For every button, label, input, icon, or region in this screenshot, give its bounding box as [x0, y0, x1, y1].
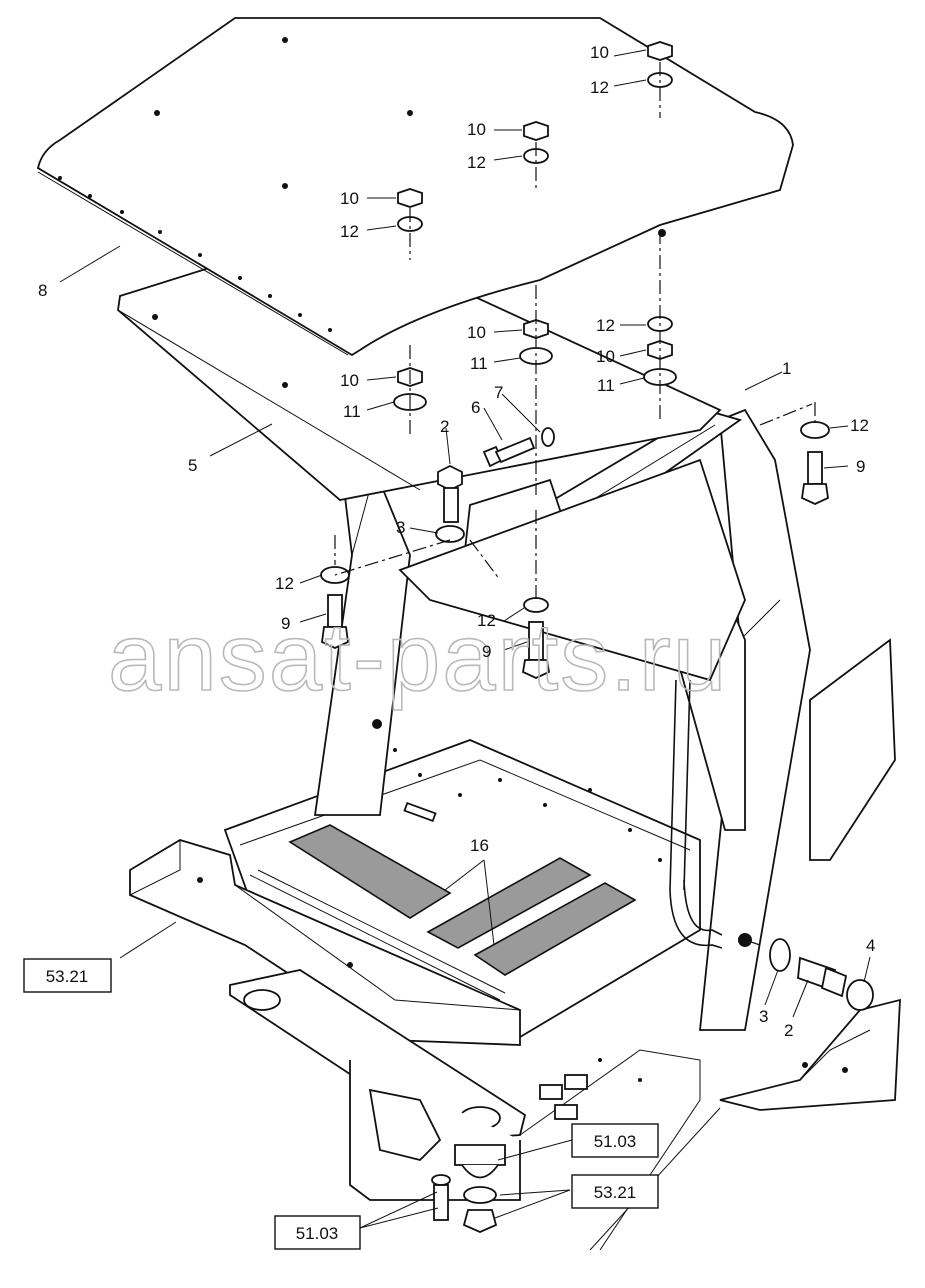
callout-12: 12	[340, 222, 359, 241]
fasteners	[320, 41, 874, 1011]
right-chassis	[719, 638, 901, 1111]
callout-11: 11	[343, 402, 361, 421]
center-lines	[334, 62, 816, 946]
callout-3: 3	[759, 1007, 768, 1026]
callout-12: 12	[477, 611, 496, 630]
side-bolt	[769, 938, 874, 1011]
callout-10: 10	[590, 43, 609, 62]
callout-8: 8	[38, 281, 47, 300]
rops-frame	[313, 408, 811, 1031]
callout-7: 7	[494, 383, 503, 402]
nut-washer-stack-1	[647, 41, 673, 88]
callout-labels: 10 12 10 12 10 12 8 10 11 12 10 11 1 10 …	[38, 43, 875, 1040]
callout-11: 11	[597, 376, 615, 395]
callout-10: 10	[340, 371, 359, 390]
callout-3: 3	[396, 518, 405, 537]
bolt-6	[482, 427, 555, 468]
callout-6: 6	[471, 398, 480, 417]
ref-label: 51.03	[296, 1224, 339, 1243]
callout-2: 2	[784, 1021, 793, 1040]
callout-12: 12	[596, 316, 615, 335]
ref-label: 51.03	[594, 1132, 637, 1151]
callout-9: 9	[482, 642, 491, 661]
anti-slip-pads	[288, 824, 637, 976]
callout-10: 10	[596, 347, 615, 366]
callout-12: 12	[275, 574, 294, 593]
washer-bolt-right	[800, 421, 830, 505]
callout-12: 12	[467, 153, 486, 172]
callout-10: 10	[467, 120, 486, 139]
ref-label: 53.21	[594, 1183, 637, 1202]
roof-top	[36, 17, 794, 357]
watermark: ansat-parts.ru	[108, 604, 728, 711]
callout-9: 9	[281, 614, 290, 633]
nut-washer-stack-3	[397, 188, 423, 232]
rubber-mount	[431, 1144, 506, 1233]
ref-box-53-21-left: 53.21	[23, 958, 112, 993]
ref-box-53-21-right: 53.21	[571, 1174, 659, 1209]
callout-5: 5	[188, 456, 197, 475]
callout-10: 10	[467, 323, 486, 342]
callout-9: 9	[856, 457, 865, 476]
ref-label: 53.21	[46, 967, 89, 986]
washer-bolt-center	[521, 597, 551, 679]
callout-10: 10	[340, 189, 359, 208]
reference-boxes: 53.21 51.03 53.21 51.03	[23, 958, 659, 1250]
bolt-2-top	[435, 464, 465, 543]
callout-16: 16	[470, 836, 489, 855]
leader-lines	[59, 49, 871, 1251]
ref-box-51-03-top: 51.03	[571, 1123, 659, 1158]
front-cross-member	[129, 839, 521, 1046]
callout-11: 11	[470, 354, 488, 373]
callout-12: 12	[850, 416, 869, 435]
callout-2: 2	[440, 417, 449, 436]
callout-1: 1	[782, 359, 791, 378]
ref-box-51-03-left: 51.03	[274, 1215, 361, 1250]
callout-12: 12	[590, 78, 609, 97]
callout-4: 4	[866, 936, 875, 955]
